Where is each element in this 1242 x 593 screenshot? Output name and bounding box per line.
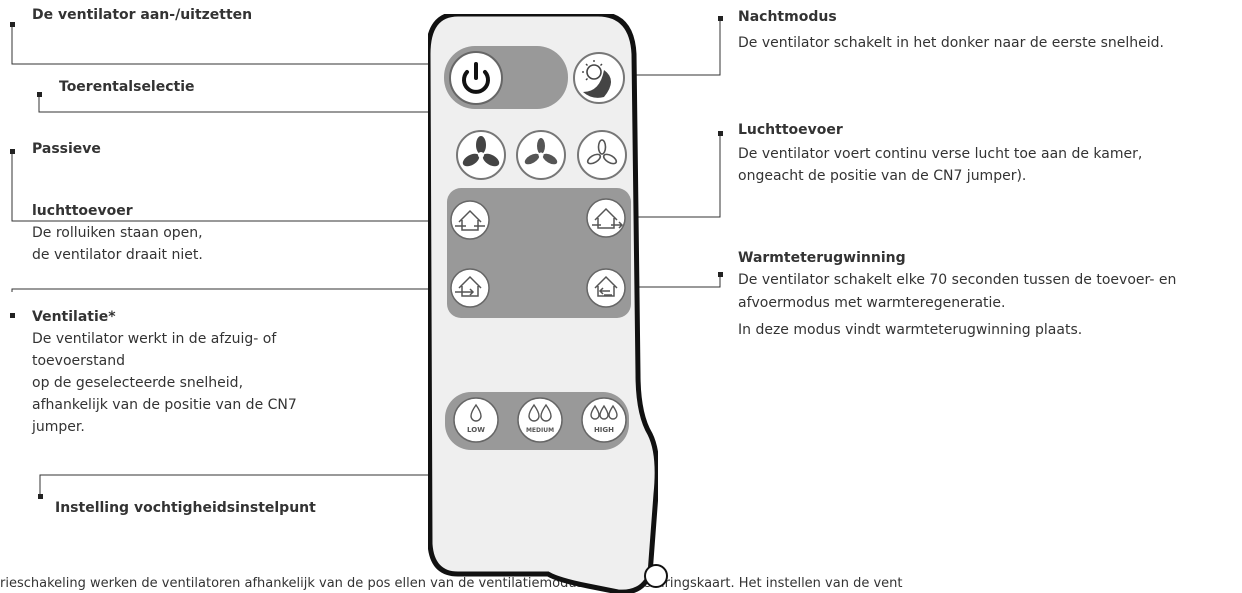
passive-callout-title-1: Passieve	[32, 141, 101, 157]
night-callout-desc-1: De ventilator schakelt in het donker naa…	[738, 35, 1165, 51]
remote-body	[428, 14, 658, 593]
ventilation-callout-title: Ventilatie*	[32, 309, 116, 325]
ventilation-callout-desc-1: De ventilator werkt in de afzuig- of	[32, 331, 277, 347]
humidity-callout-title: Instelling vochtigheidsinstelpunt	[55, 500, 316, 516]
ventilation-callout-desc-4: afhankelijk van de positie van de CN7	[32, 397, 297, 413]
passive-callout-title-2: luchttoevoer	[32, 203, 133, 219]
passive-callout-desc-1: De rolluiken staan open,	[32, 225, 203, 241]
heat-recovery-callout-desc-1: De ventilator schakelt elke 70 seconden …	[738, 272, 1177, 288]
supply-callout-title: Luchttoevoer	[738, 122, 843, 138]
ventilation-connector	[11, 288, 466, 292]
power-callout-title: De ventilator aan-/uitzetten	[32, 7, 253, 23]
night-connector	[602, 18, 721, 76]
power-connector	[11, 26, 468, 65]
supply-callout-desc-1: De ventilator voert continu verse lucht …	[738, 146, 1143, 162]
supply-connector	[612, 134, 721, 218]
ventilation-callout-desc-2: toevoerstand	[32, 353, 126, 369]
supply-callout-desc-2: ongeacht de positie van de CN7 jumper).	[738, 168, 1027, 184]
heat-recovery-callout-title: Warmteterugwinning	[738, 250, 906, 266]
heat-recovery-callout-desc-2: afvoermodus met warmteregeneratie.	[738, 295, 1006, 311]
passive-connector	[11, 152, 466, 222]
footnote: rieschakeling werken de ventilatoren afh…	[0, 576, 903, 591]
night-callout-title: Nachtmodus	[738, 9, 837, 25]
ventilation-callout-desc-5: jumper.	[32, 419, 85, 435]
remote-control	[428, 14, 658, 593]
speed-callout-title: Toerentalselectie	[59, 79, 195, 95]
passive-callout-desc-2: de ventilator draait niet.	[32, 247, 203, 263]
heat-recovery-callout-desc-3: In deze modus vindt warmteterugwinning p…	[738, 322, 1083, 338]
ventilation-callout-desc-3: op de geselecteerde snelheid,	[32, 375, 244, 391]
heat-recovery-connector	[612, 275, 721, 288]
